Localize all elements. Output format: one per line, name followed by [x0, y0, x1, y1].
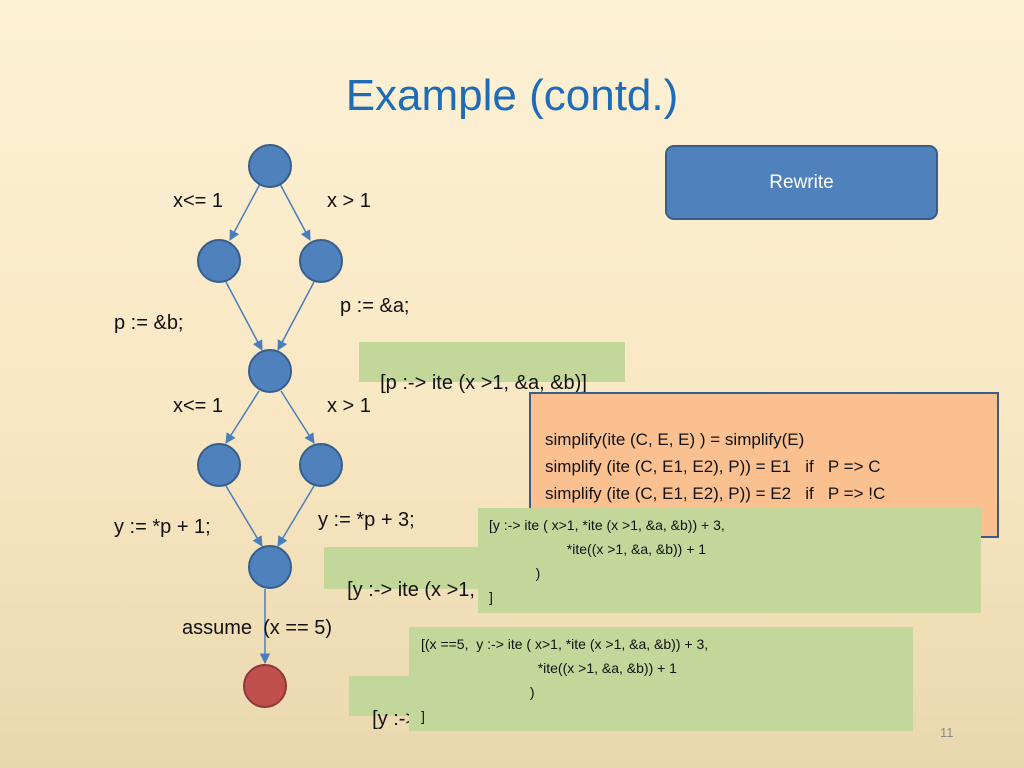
p-state-box: [p :-> ite (x >1, &a, &b)] — [359, 342, 625, 394]
final-expansion-box: [(x ==5, y :-> ite ( x>1, *ite (x >1, &a… — [409, 627, 913, 731]
cfg-node-exit — [243, 664, 287, 708]
y-expansion-line: [y :-> ite ( x>1, *ite (x >1, &a, &b)) +… — [489, 517, 725, 533]
final-expansion-line: ) — [421, 684, 535, 700]
edge-label-y-plus3: y := *p + 3; — [318, 509, 415, 531]
simplify-rule: simplify (ite (C, E1, E2), P)) = E2 if P… — [545, 484, 886, 503]
edge-n6-n7 — [277, 485, 315, 547]
cfg-node-join-1 — [248, 349, 292, 393]
cfg-node-left-2 — [197, 443, 241, 487]
final-expansion-line: ] — [421, 708, 425, 724]
edge-n2-n4 — [225, 281, 263, 351]
edge-label-assign-b: p := &b; — [114, 312, 184, 334]
y-expansion-line: *ite((x >1, &a, &b)) + 1 — [489, 541, 707, 557]
edge-n5-n7 — [225, 485, 263, 547]
slide-title: Example (contd.) — [345, 71, 679, 120]
edge-label-assume: assume (x == 5) — [182, 617, 333, 639]
page-number: 11 — [940, 725, 954, 740]
y-expansion-line: ] — [489, 589, 493, 605]
edge-label-mid-left: x<= 1 — [173, 395, 224, 417]
cfg-node-left-1 — [197, 239, 241, 283]
edge-n4-n6 — [280, 390, 315, 444]
edge-n4-n5 — [225, 390, 260, 444]
y-expansion-box: [y :-> ite ( x>1, *ite (x >1, &a, &b)) +… — [478, 508, 981, 613]
edge-n1-n3 — [279, 183, 311, 241]
edge-label-top-left: x<= 1 — [173, 190, 224, 212]
final-expansion-line: *ite((x >1, &a, &b)) + 1 — [421, 660, 677, 676]
edge-label-mid-right: x > 1 — [327, 395, 371, 417]
final-expansion-line: [(x ==5, y :-> ite ( x>1, *ite (x >1, &a… — [421, 636, 709, 652]
rewrite-button[interactable]: Rewrite — [665, 145, 938, 220]
cfg-node-right-1 — [299, 239, 343, 283]
edge-n3-n4 — [277, 281, 315, 351]
edge-n1-n2 — [229, 183, 261, 241]
y-state-text: [y :-> ite (x >1, — [347, 579, 475, 601]
p-state-text: [p :-> ite (x >1, &a, &b)] — [380, 372, 587, 394]
cfg-node-entry — [248, 144, 292, 188]
cfg-node-join-2 — [248, 545, 292, 589]
y-expansion-line: ) — [489, 565, 541, 581]
simplify-rule: simplify(ite (C, E, E) ) = simplify(E) — [545, 430, 805, 449]
edge-label-y-plus1: y := *p + 1; — [114, 516, 211, 538]
cfg-node-right-2 — [299, 443, 343, 487]
edge-label-assign-a: p := &a; — [340, 295, 410, 317]
y-state-box: [y :-> ite (x >1, — [324, 547, 486, 601]
simplify-rule: simplify (ite (C, E1, E2), P)) = E1 if P… — [545, 457, 881, 476]
edge-label-top-right: x > 1 — [327, 190, 371, 212]
